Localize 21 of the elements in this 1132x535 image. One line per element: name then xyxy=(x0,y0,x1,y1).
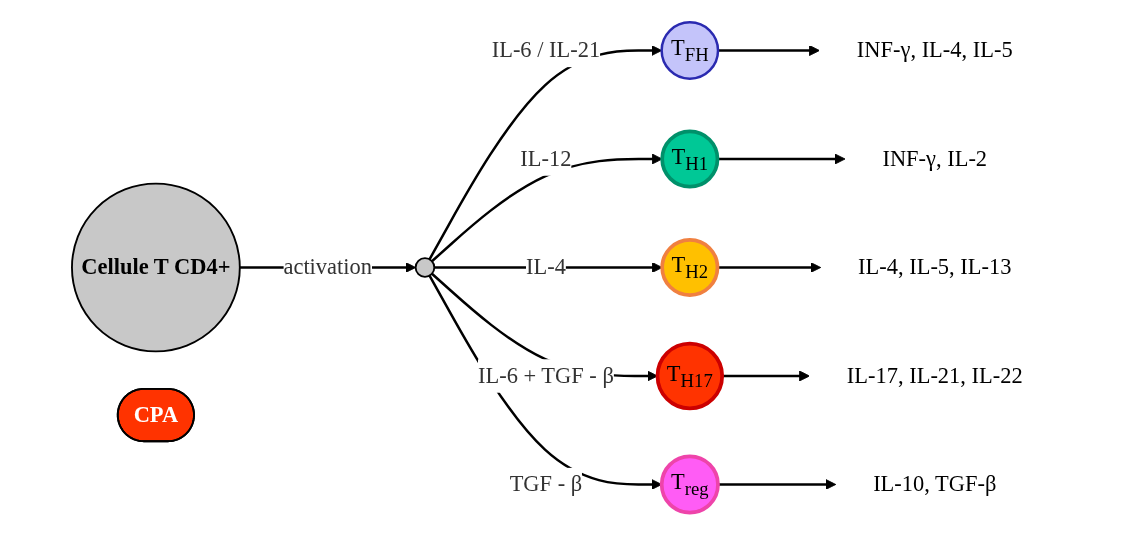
node-text: INF-γ, IL-4, IL-5 xyxy=(856,37,1013,63)
node-circle xyxy=(414,257,436,278)
edge-label: activation xyxy=(283,254,372,280)
edge-label: TGF - β xyxy=(509,471,583,497)
edge-label: IL-6 / IL-21 xyxy=(491,37,601,63)
node-circle: Cellule T CD4+ xyxy=(71,182,241,353)
node-text: INF-γ, IL-2 xyxy=(882,145,988,171)
node-circle: T$_{H17}$ xyxy=(655,341,725,411)
arrow xyxy=(718,45,820,56)
arrow xyxy=(722,370,810,382)
edge-label: IL-4 xyxy=(525,254,566,280)
node-text: IL-4, IL-5, IL-13 xyxy=(858,254,1012,280)
node-text: IL-17, IL-21, IL-22 xyxy=(846,362,1023,388)
node-circle: T$_{FH}$ xyxy=(660,21,720,80)
node-text: IL-10, TGF-β xyxy=(873,471,997,497)
node-circle: T$_{reg}$ xyxy=(659,454,720,515)
node-circle: T$_{H2}$ xyxy=(660,238,720,297)
node-circle: T$_{H1}$ xyxy=(660,129,720,189)
edge-label: IL-6 + TGF - β xyxy=(477,362,614,388)
arrow xyxy=(718,479,837,490)
edge-label: IL-12 xyxy=(520,145,572,171)
